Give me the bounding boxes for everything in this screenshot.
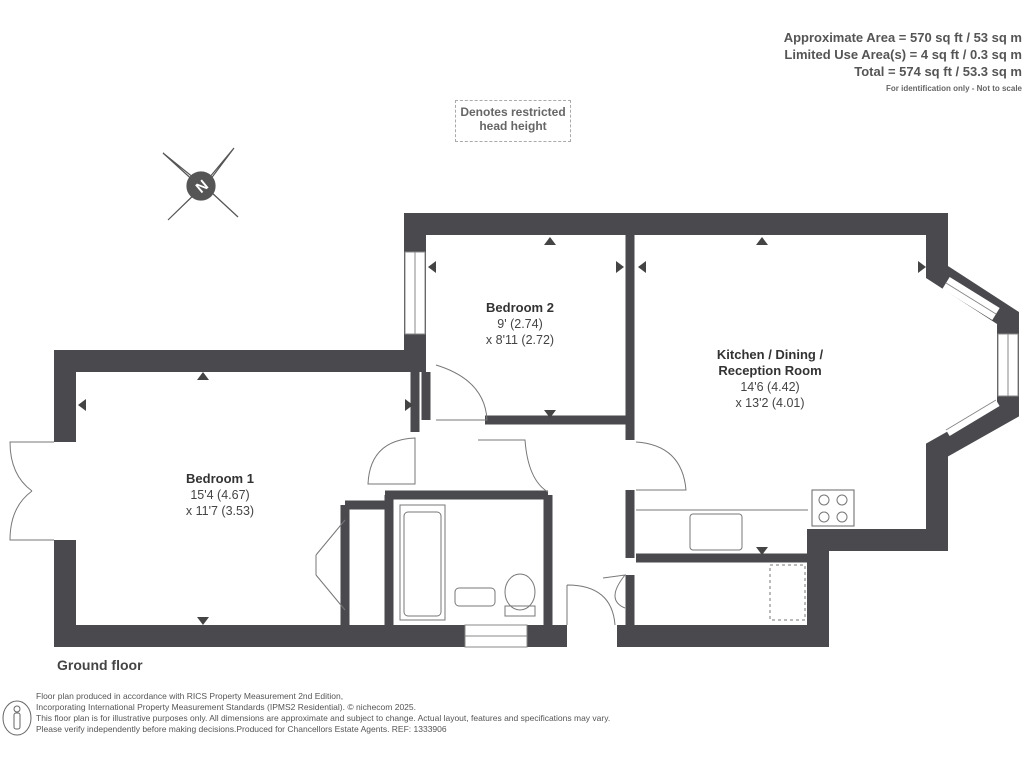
room-dim: 9' (2.74) (497, 317, 543, 331)
footer-disclaimer: Floor plan produced in accordance with R… (36, 691, 610, 735)
bath (399, 504, 446, 621)
room-dim: 14'6 (4.42) (740, 380, 800, 394)
area-summary: Approximate Area = 570 sq ft / 53 sq m L… (784, 29, 1022, 97)
toilet (504, 573, 536, 611)
fixtures (399, 489, 855, 621)
footer-line: Floor plan produced in accordance with R… (36, 691, 344, 701)
floor-label: Ground floor (57, 657, 143, 673)
room-name: Bedroom 1 (186, 471, 254, 486)
room-dim: x 11'7 (3.53) (185, 504, 255, 518)
footer-line: Incorporating International Property Mea… (36, 702, 416, 712)
room-name: Kitchen / Dining / (716, 347, 824, 362)
room-name: Reception Room (718, 363, 822, 378)
room-kitchen-dining-reception: Kitchen / Dining / Reception Room 14'6 (… (705, 347, 835, 411)
scale-note: For identification only - Not to scale (885, 84, 1022, 93)
sink (689, 513, 743, 551)
restricted-height-legend: Denotes restricted head height (455, 100, 571, 142)
hob (811, 489, 855, 527)
limited-use-area: Limited Use Area(s) = 4 sq ft / 0.3 sq m (784, 47, 1022, 62)
total-area: Total = 574 sq ft / 53.3 sq m (854, 64, 1022, 79)
dimension-markers (78, 237, 926, 625)
entrance-gap (567, 620, 617, 650)
basin (454, 587, 496, 607)
footer-line: Please verify independently before makin… (36, 724, 447, 734)
room-dim: x 13'2 (4.01) (735, 396, 805, 410)
legend-line: Denotes restricted (460, 105, 566, 119)
room-dim: x 8'11 (2.72) (485, 333, 555, 347)
room-bedroom-1: Bedroom 1 15'4 (4.67) x 11'7 (3.53) (160, 471, 280, 519)
door-swings (9, 364, 687, 626)
legend-line: head height (479, 119, 547, 133)
approximate-area: Approximate Area = 570 sq ft / 53 sq m (783, 30, 1022, 45)
room-name: Bedroom 2 (486, 300, 554, 315)
room-bedroom-2: Bedroom 2 9' (2.74) x 8'11 (2.72) (460, 300, 580, 348)
french-door-gap (50, 442, 80, 540)
person-scale-icon (2, 700, 32, 736)
footer-line: This floor plan is for illustrative purp… (36, 713, 611, 723)
compass-icon (162, 147, 239, 221)
interior-walls (340, 235, 808, 625)
room-dim: 15'4 (4.67) (190, 488, 250, 502)
outer-walls (54, 213, 1019, 647)
